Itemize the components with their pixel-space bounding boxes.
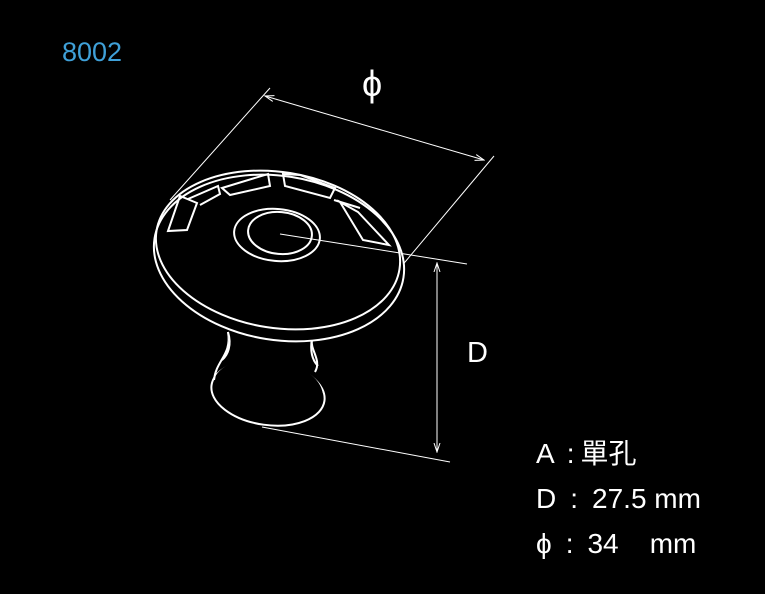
diameter-dimension-arrow xyxy=(265,96,484,160)
decorative-pattern xyxy=(166,172,392,247)
spec-key: D xyxy=(536,483,557,514)
spec-sep: : xyxy=(570,483,579,514)
center-hole xyxy=(233,207,321,263)
spec-sep: : xyxy=(565,528,574,559)
depth-label: D xyxy=(467,337,488,369)
extension-line xyxy=(261,426,451,463)
spec-key: A xyxy=(536,438,555,469)
model-number: 8002 xyxy=(62,37,123,67)
extension-line xyxy=(169,87,271,201)
spec-sep: : xyxy=(566,438,575,469)
spec-row-diameter: ϕ:34 mm xyxy=(536,527,696,561)
diameter-label: ϕ xyxy=(362,63,383,104)
spec-value: 27.5 mm xyxy=(592,483,701,514)
spec-key: ϕ xyxy=(536,528,552,559)
spec-value: 單孔 xyxy=(580,438,637,469)
spec-value: 34 mm xyxy=(587,528,697,559)
spec-row-d: D:27.5 mm xyxy=(536,482,701,516)
spec-row-a: A:單孔 xyxy=(536,437,636,471)
knob-cap xyxy=(152,169,406,343)
extension-line xyxy=(399,155,495,269)
